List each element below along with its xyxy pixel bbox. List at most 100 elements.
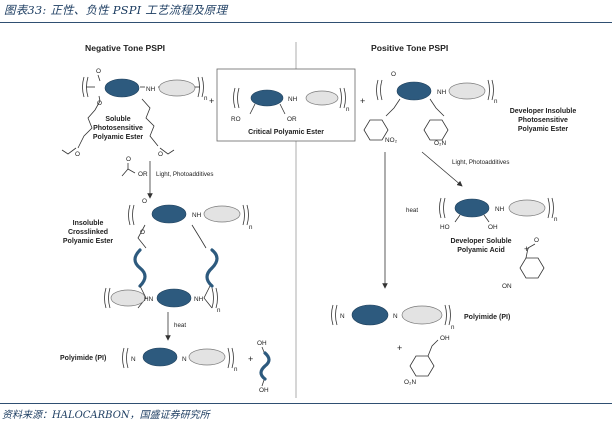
atom-o: O bbox=[75, 151, 80, 158]
positive-on: ON bbox=[502, 283, 512, 290]
negative-crosslinked-structure: O O NH n HN NH n bbox=[104, 198, 253, 314]
aromatic-core bbox=[142, 347, 178, 367]
nitrobenzyl-byproduct bbox=[409, 339, 439, 377]
nitroso-byproduct: O bbox=[519, 237, 545, 279]
negative-insoluble-label-2: Crosslinked bbox=[68, 229, 108, 236]
negative-step1-label: Light, Photoadditives bbox=[156, 171, 213, 178]
nh-group: NH bbox=[495, 206, 505, 213]
atom-h: H bbox=[445, 335, 450, 342]
positive-no2-left: NO₂ bbox=[385, 137, 398, 144]
atom-o: O bbox=[158, 151, 163, 158]
negative-soluble-label-2: Photosensitive bbox=[93, 125, 143, 132]
positive-no2-right: O₂N bbox=[434, 140, 446, 147]
aromatic-core bbox=[151, 204, 187, 224]
negative-soluble-label-3: Polyamic Ester bbox=[93, 134, 143, 141]
critical-ester-structure: NH n bbox=[233, 87, 350, 115]
atom-o: O bbox=[142, 198, 147, 205]
positive-polyamic-acid-structure: NH n bbox=[439, 197, 558, 223]
plus-sign: + bbox=[360, 96, 365, 106]
nh-group: NH bbox=[192, 212, 202, 219]
aromatic-core bbox=[351, 304, 389, 326]
repeat-n: n bbox=[451, 324, 455, 331]
atom-o: O bbox=[97, 100, 102, 107]
positive-polyimide-label: Polyimide (PI) bbox=[464, 314, 510, 321]
aromatic-core bbox=[454, 198, 490, 218]
diamine-unit bbox=[188, 348, 226, 366]
diamine-unit bbox=[203, 205, 241, 223]
byproduct-oh-bottom: OH bbox=[259, 387, 269, 394]
diamine-unit bbox=[305, 90, 339, 106]
diamine-unit bbox=[110, 289, 146, 307]
aromatic-core bbox=[396, 81, 432, 101]
positive-insoluble-label-1: Developer Insoluble bbox=[510, 108, 577, 115]
atom-o: O bbox=[126, 156, 131, 163]
atom-o: O bbox=[391, 71, 396, 78]
repeat-n: n bbox=[204, 95, 208, 102]
positive-o2n: O₂N bbox=[404, 379, 416, 386]
negative-polyimide-structure: N N n bbox=[122, 347, 238, 373]
atom-o: O bbox=[440, 335, 445, 342]
atom-o: O bbox=[140, 229, 145, 236]
positive-oh: OH bbox=[488, 224, 498, 231]
repeat-n: n bbox=[234, 366, 238, 373]
atom-o: O bbox=[96, 68, 101, 75]
negative-polyimide-label: Polyimide (PI) bbox=[60, 355, 106, 362]
figure-source: 资料来源：HALOCARBON，国盛证券研究所 bbox=[2, 410, 210, 421]
repeat-n: n bbox=[217, 307, 221, 314]
positive-plus: + bbox=[524, 244, 529, 254]
diol-byproduct: OH OH bbox=[257, 340, 271, 394]
positive-header: Positive Tone PSPI bbox=[371, 43, 448, 53]
positive-step1-arrow bbox=[421, 151, 463, 187]
critical-ester-box bbox=[216, 68, 356, 142]
positive-soluble-label-2: Polyamic Acid bbox=[457, 247, 505, 254]
hn-group: HN bbox=[144, 296, 154, 303]
diamine-unit bbox=[448, 82, 486, 100]
atom-n: N bbox=[131, 356, 136, 363]
negative-step2-label: heat bbox=[174, 322, 186, 329]
plus-sign: + bbox=[209, 96, 214, 106]
critical-ester-label: Critical Polyamic Ester bbox=[248, 129, 324, 136]
center-ro: RO bbox=[231, 116, 241, 123]
diamine-unit bbox=[401, 305, 443, 325]
aromatic-core bbox=[250, 89, 284, 107]
top-rule bbox=[0, 22, 612, 23]
positive-ho: HO bbox=[440, 224, 450, 231]
positive-polyimide-structure: N N n bbox=[331, 304, 455, 331]
repeat-n: n bbox=[346, 106, 350, 113]
byproduct-oh-top: OH bbox=[257, 340, 267, 347]
bottom-rule bbox=[0, 403, 612, 404]
atom-o: O bbox=[534, 237, 539, 244]
aromatic-core bbox=[156, 288, 192, 308]
atom-n: N bbox=[182, 356, 187, 363]
nh-group: NH bbox=[288, 96, 298, 103]
nh-group: NH bbox=[146, 86, 156, 93]
reagent-or: OR bbox=[138, 171, 148, 178]
figure-title: 图表33: 正性、负性 PSPI 工艺流程及原理 bbox=[4, 3, 228, 17]
acrylate-reagent: O OR bbox=[121, 156, 148, 178]
nh-group: NH bbox=[194, 296, 204, 303]
positive-plus: + bbox=[397, 343, 402, 353]
atom-n: N bbox=[393, 313, 398, 320]
negative-header: Negative Tone PSPI bbox=[85, 43, 165, 53]
positive-step1-label: Light, Photoadditives bbox=[452, 159, 509, 166]
negative-soluble-label-1: Soluble bbox=[105, 116, 130, 123]
atom-n: N bbox=[340, 313, 345, 320]
negative-soluble-structure: O O NH n O O bbox=[61, 68, 208, 158]
repeat-n: n bbox=[494, 98, 498, 105]
repeat-n: n bbox=[554, 216, 558, 223]
repeat-n: n bbox=[249, 224, 253, 231]
diamine-unit bbox=[158, 79, 196, 97]
aromatic-core bbox=[104, 78, 140, 98]
negative-insoluble-label-3: Polyamic Ester bbox=[63, 238, 113, 245]
positive-insoluble-label-3: Polyamic Ester bbox=[518, 126, 568, 133]
center-or: OR bbox=[287, 116, 297, 123]
positive-heat-label: heat bbox=[406, 207, 418, 214]
positive-soluble-label-1: Developer Soluble bbox=[450, 238, 511, 245]
nh-group: NH bbox=[437, 89, 447, 96]
positive-insoluble-structure: O NH n bbox=[363, 71, 498, 141]
diamine-unit bbox=[508, 199, 546, 217]
plus-sign: + bbox=[248, 354, 253, 364]
negative-insoluble-label-1: Insoluble bbox=[73, 220, 104, 227]
positive-insoluble-label-2: Photosensitive bbox=[518, 117, 568, 124]
